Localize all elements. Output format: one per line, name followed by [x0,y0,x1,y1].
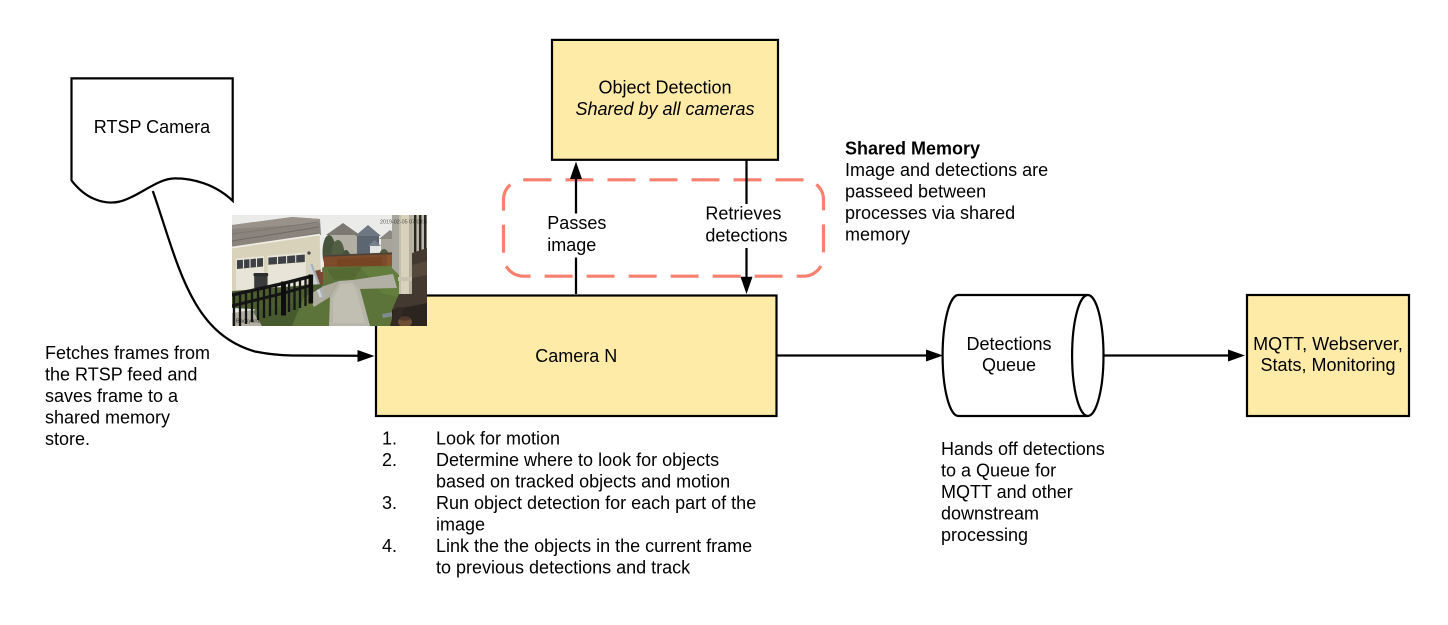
svg-text:1.Look for motion 2.Determ: 1.Look for motion 2.Determine where to l… [382,429,761,578]
svg-text:Detections: Detections [966,334,1051,354]
svg-text:Retrieves: Retrieves [705,204,781,224]
svg-text:Object Detection: Object Detection [598,78,731,98]
svg-text:Passes: Passes [547,213,606,233]
svg-text:Fetches frames from the RT: Fetches frames from the RTSP feed and sa… [45,343,215,449]
svg-text:MQTT, Webserver,: MQTT, Webserver, [1253,334,1403,354]
svg-text:image: image [547,235,596,255]
svg-text:detections: detections [705,226,787,246]
svg-text:RTSP Camera: RTSP Camera [94,117,211,137]
svg-text:Backyard: Backyard [236,319,259,325]
svg-text:Queue: Queue [982,355,1036,375]
svg-text:Image and detections are p: Image and detections are passeed between… [845,160,1053,245]
svg-text:Hands off detections to a: Hands off detections to a Queue for MQTT… [941,439,1110,545]
svg-text:Stats, Monitoring: Stats, Monitoring [1260,355,1395,375]
svg-text:2019-02-05 07:08:55 AM: 2019-02-05 07:08:55 AM [380,220,440,226]
svg-text:Shared by all cameras: Shared by all cameras [575,99,754,119]
svg-text:Shared Memory: Shared Memory [845,139,980,159]
svg-text:Camera N: Camera N [535,346,617,366]
